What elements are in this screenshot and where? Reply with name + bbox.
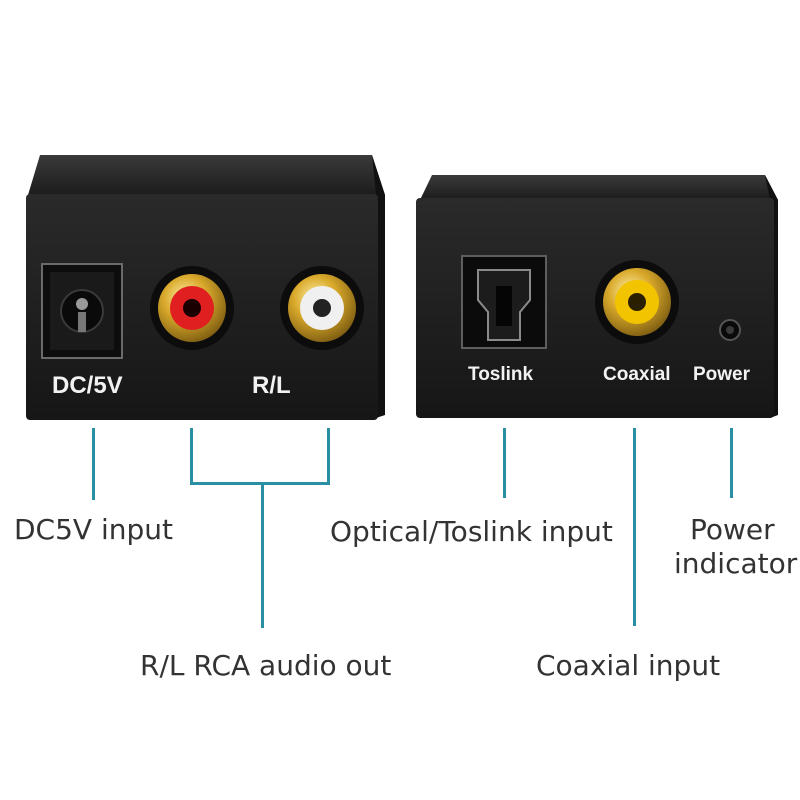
toslink-port [461, 255, 547, 349]
coaxial-jack [595, 260, 679, 344]
rca-right-leader-line [327, 428, 330, 484]
rca-right-jack [280, 266, 364, 350]
right-unit-front [416, 198, 774, 418]
rca-out-callout: R/L RCA audio out [140, 649, 392, 682]
toslink-panel-label: Toslink [468, 364, 534, 385]
coaxial-leader-line [633, 428, 636, 626]
rca-left-leader-line [190, 428, 193, 484]
rl-panel-label: R/L [252, 372, 291, 399]
left-unit-side [372, 155, 385, 418]
right-converter-unit [416, 175, 778, 418]
dc-panel-label: DC/5V [52, 372, 123, 399]
power-indicator-callout-line2: indicator [674, 547, 798, 580]
coaxial-input-callout: Coaxial input [536, 649, 721, 682]
power-leader-line [730, 428, 733, 498]
left-converter-unit [26, 155, 385, 420]
optical-input-callout: Optical/Toslink input [330, 515, 613, 548]
rca-stem-line [261, 482, 264, 628]
left-unit-top [28, 155, 385, 195]
right-unit-top [420, 175, 778, 200]
rca-bracket-line [190, 482, 330, 485]
power-indicator-callout-line1: Power [690, 513, 775, 546]
power-led [719, 319, 741, 341]
power-panel-label: Power [693, 364, 751, 385]
dc-jack [41, 263, 123, 359]
dc-leader-line [92, 428, 95, 500]
rca-left-jack [150, 266, 234, 350]
dc-input-callout: DC5V input [14, 513, 174, 546]
optical-leader-line [503, 428, 506, 498]
coaxial-panel-label: Coaxial [603, 364, 671, 385]
